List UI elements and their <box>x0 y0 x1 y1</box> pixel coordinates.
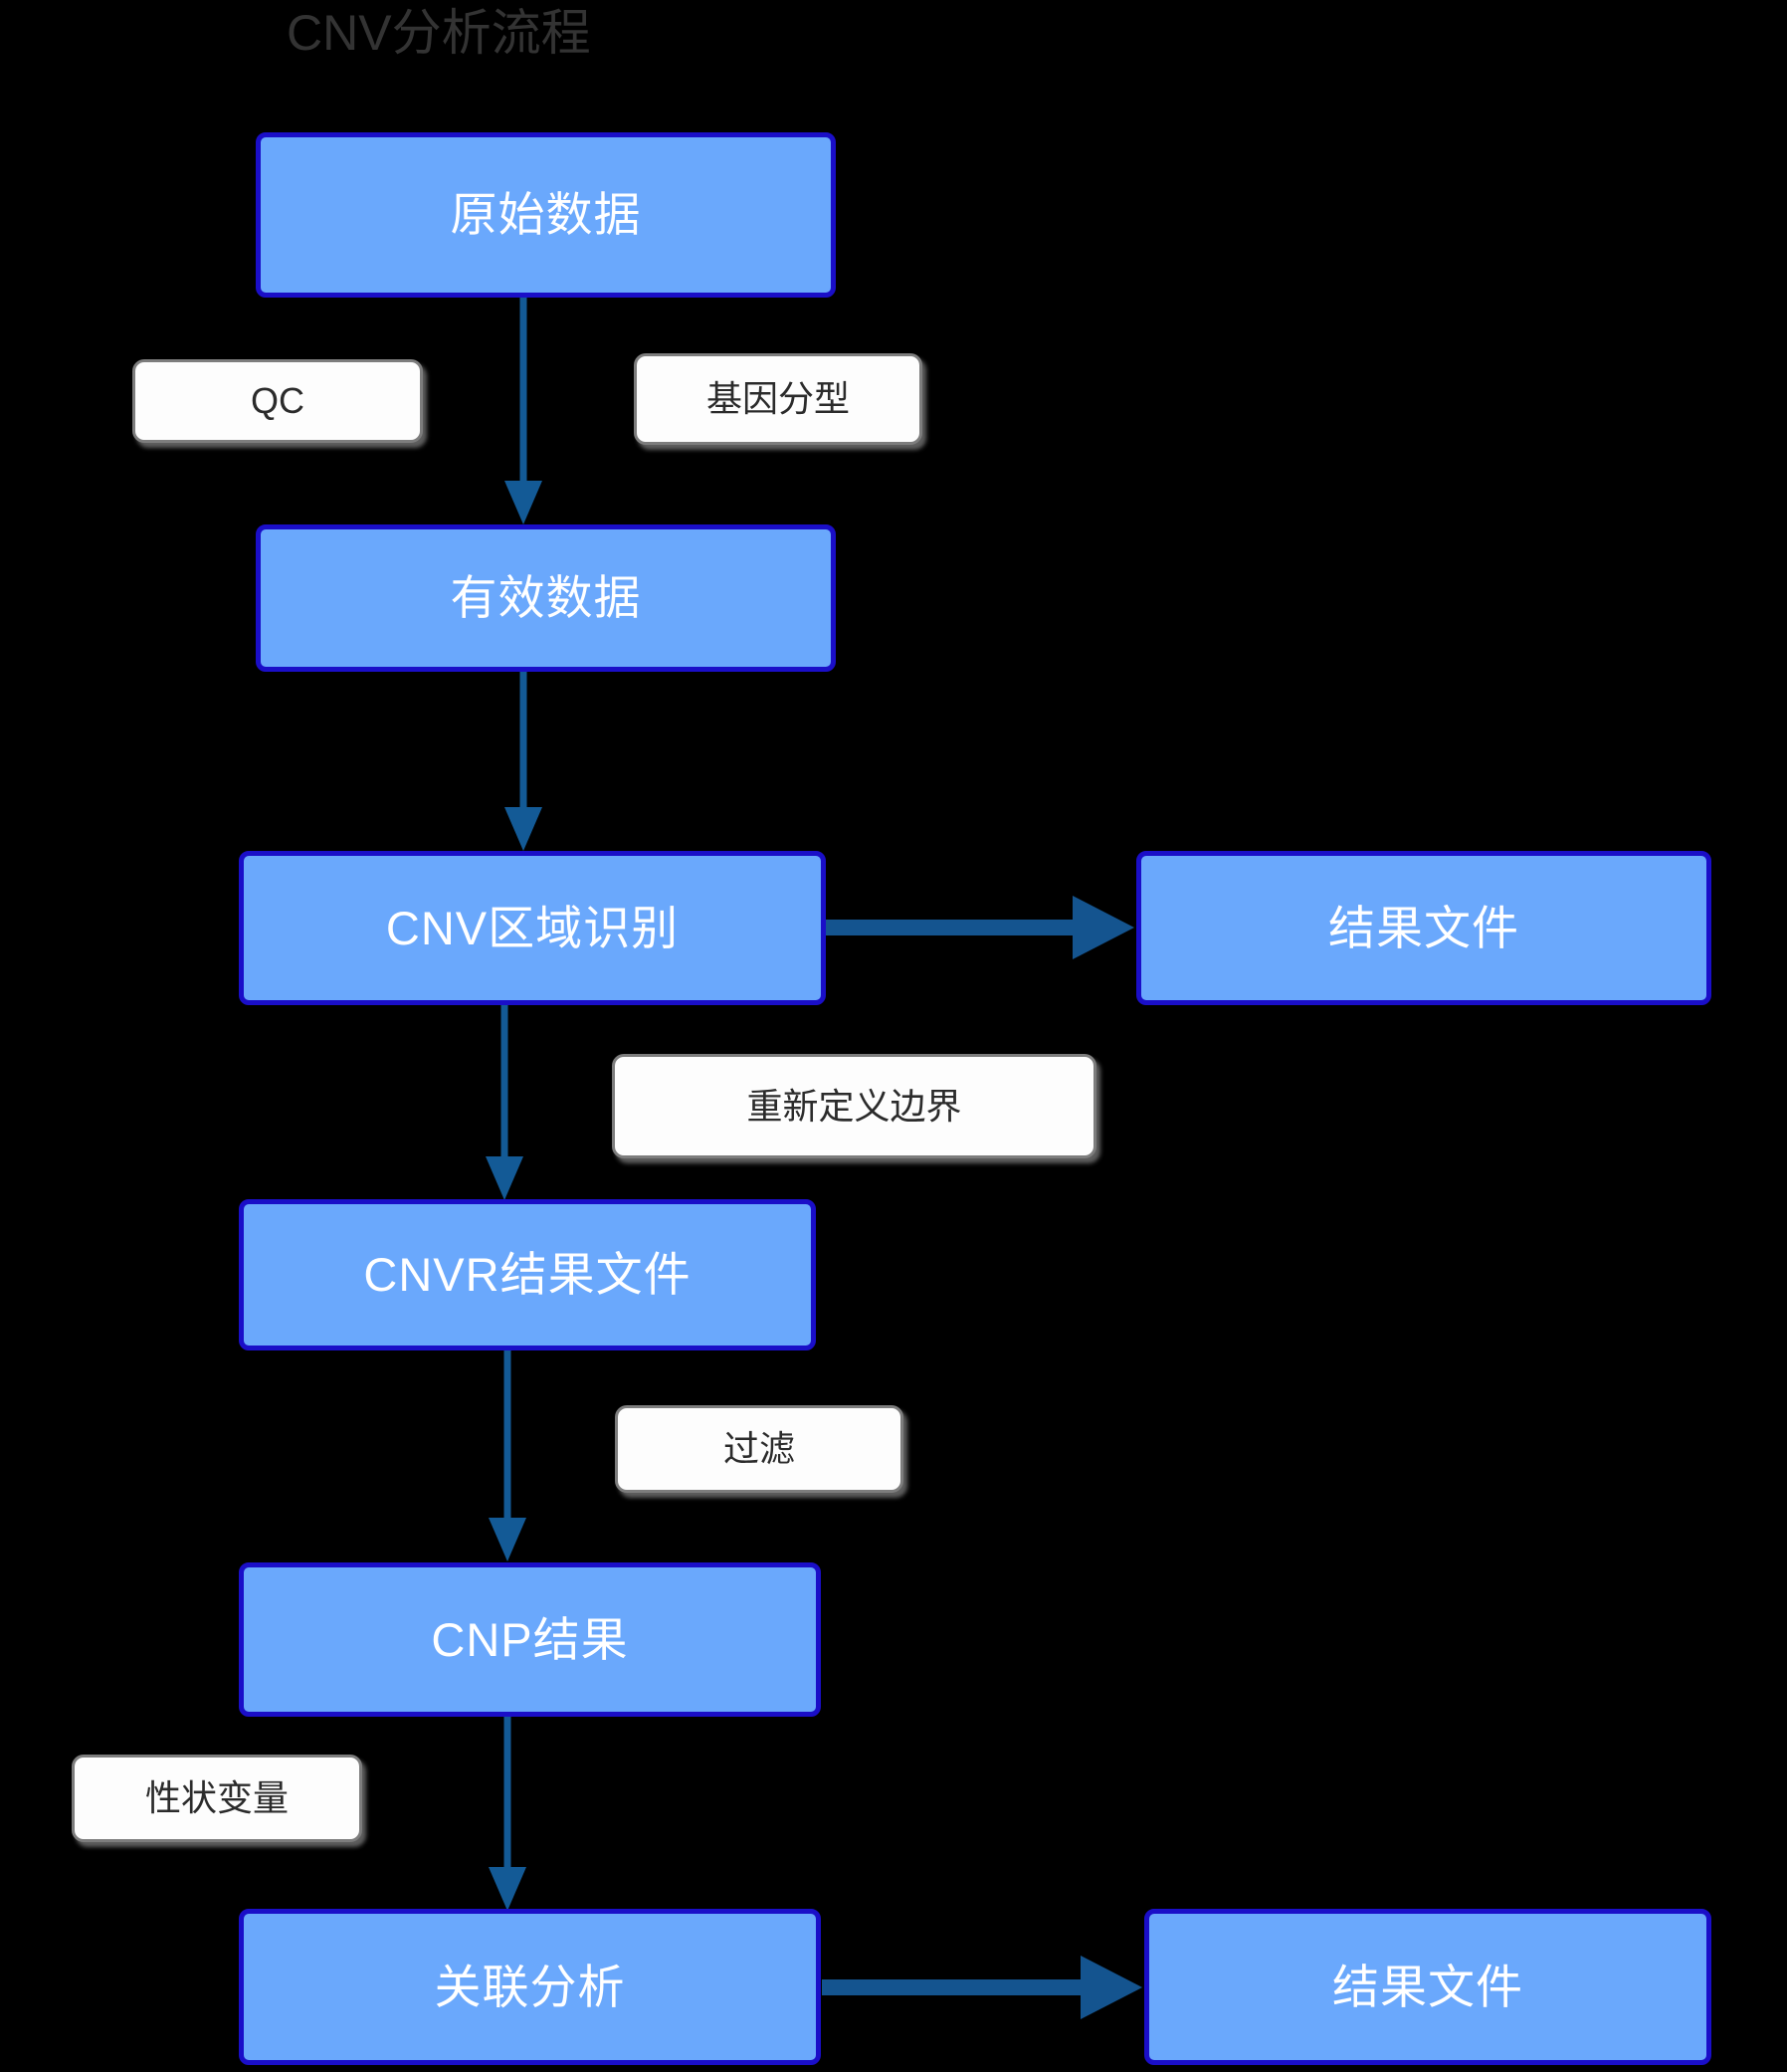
node-assoc-analysis[interactable]: 关联分析 <box>239 1909 821 2065</box>
node-cnv-region[interactable]: CNV区域识别 <box>239 851 826 1005</box>
arrow-shaft <box>826 920 1081 935</box>
arrow-cnv-region-to-result-file-1 <box>826 896 1134 959</box>
node-cnvr-result[interactable]: CNVR结果文件 <box>239 1199 816 1350</box>
arrow-head <box>489 1867 526 1911</box>
node-cnp-result[interactable]: CNP结果 <box>239 1562 821 1717</box>
arrow-head <box>486 1156 523 1200</box>
arrow-shaft <box>503 1350 511 1518</box>
node-cnvr-result-label: CNVR结果文件 <box>363 1248 692 1302</box>
arrow-shaft <box>500 1005 508 1156</box>
node-cnp-result-label: CNP结果 <box>431 1612 629 1666</box>
arrow-head <box>489 1518 526 1561</box>
page-title: CNV分析流程 <box>287 5 591 61</box>
edge-label-filter: 过滤 <box>615 1405 903 1493</box>
edge-label-redefine-text: 重新定义边界 <box>746 1085 962 1127</box>
edge-label-genotyping: 基因分型 <box>634 353 922 445</box>
node-raw-data-label: 原始数据 <box>450 188 642 242</box>
edge-label-genotyping-text: 基因分型 <box>705 378 850 420</box>
edge-label-redefine: 重新定义边界 <box>612 1054 1096 1158</box>
edge-label-qc-text: QC <box>251 380 304 422</box>
arrow-cnv-region-to-cnvr-result <box>485 1005 524 1200</box>
node-result-file-2-label: 结果文件 <box>1332 1960 1523 2013</box>
arrow-shaft <box>519 672 527 807</box>
node-assoc-analysis-label: 关联分析 <box>434 1960 626 2013</box>
node-raw-data[interactable]: 原始数据 <box>256 132 836 298</box>
arrow-shaft <box>822 1979 1089 1995</box>
edge-label-trait-var-text: 性状变量 <box>144 1777 289 1819</box>
node-cnv-region-label: CNV区域识别 <box>385 901 680 954</box>
arrow-head <box>504 481 542 524</box>
arrow-shaft <box>503 1717 511 1867</box>
arrow-shaft <box>519 298 527 481</box>
arrow-cnvr-result-to-cnp-result <box>488 1350 527 1561</box>
arrow-raw-data-to-valid-data <box>503 298 543 524</box>
node-valid-data-label: 有效数据 <box>450 571 642 625</box>
node-valid-data[interactable]: 有效数据 <box>256 524 836 672</box>
edge-label-filter-text: 过滤 <box>722 1428 795 1470</box>
arrow-head <box>504 807 542 851</box>
arrow-assoc-analysis-to-result-file-2 <box>822 1956 1142 2019</box>
node-result-file-1-label: 结果文件 <box>1328 901 1519 954</box>
edge-label-trait-var: 性状变量 <box>72 1755 362 1842</box>
arrow-cnp-result-to-assoc-analysis <box>488 1717 527 1911</box>
edge-label-qc: QC <box>132 359 423 443</box>
node-result-file-2[interactable]: 结果文件 <box>1144 1909 1711 2065</box>
node-result-file-1[interactable]: 结果文件 <box>1136 851 1711 1005</box>
arrow-head <box>1081 1956 1142 2019</box>
arrow-head <box>1073 896 1134 959</box>
arrow-valid-data-to-cnv-region <box>503 672 543 851</box>
